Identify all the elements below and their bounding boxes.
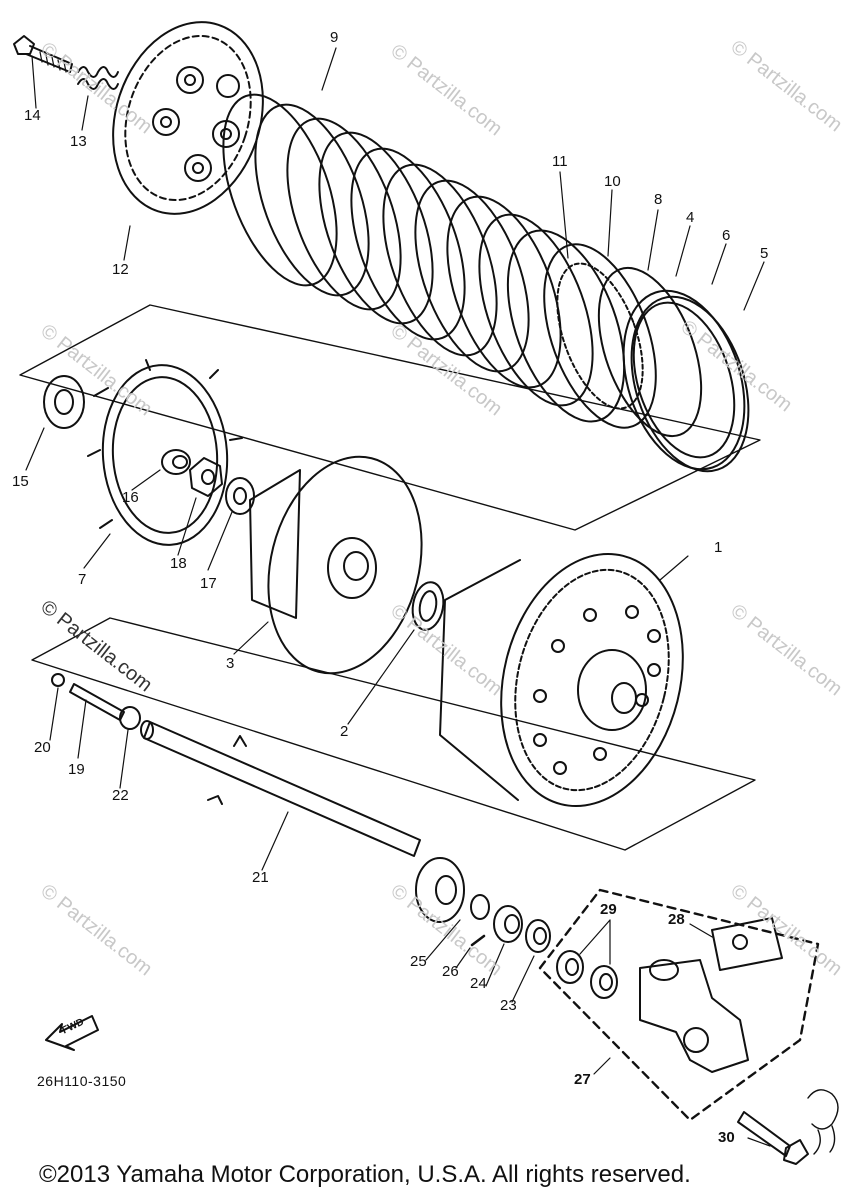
part-20-ball [51,673,65,687]
part-1-clutch-housing [439,552,684,808]
part-9-friction-plate-stack [222,93,594,407]
assembly-box-upper [19,304,761,531]
callout-21: 21 [252,869,269,886]
part-13-spring [77,66,119,90]
part-3-clutch-boss [249,455,423,675]
fwd-arrow-icon [45,1015,99,1051]
callout-20: 20 [34,739,51,756]
part-26-ring [470,894,490,920]
part-25-bearing [415,857,465,923]
part-21-long-push-rod [140,720,421,857]
callout-5: 5 [760,245,769,262]
callout-24: 24 [470,975,487,992]
copyright-notice: ©2013 Yamaha Motor Corporation, U.S.A. A… [39,1161,691,1188]
callout-8: 8 [654,191,663,208]
part-18-nut [189,457,223,497]
part-22-oring [119,706,141,730]
part-7-plate [87,359,243,546]
part-27-group-box [538,888,820,1122]
part-29-seals [556,950,618,999]
callout-16: 16 [122,489,139,506]
part-14-bolt [13,35,73,73]
callout-13: 13 [70,133,87,150]
callout-3: 3 [226,655,235,672]
callout-11: 11 [552,153,568,170]
callout-12: 12 [112,261,129,278]
callout-17: 17 [200,575,217,592]
callout-30: 30 [718,1129,735,1146]
callout-6: 6 [722,227,731,244]
callout-4: 4 [686,209,695,226]
hose-fragment [807,1089,839,1155]
part-28-lever [711,917,783,971]
callout-14: 14 [24,107,41,124]
callout-26: 26 [442,963,459,980]
callout-9: 9 [330,29,339,46]
callout-10: 10 [604,173,621,190]
part-19-push-rod [69,683,125,721]
callout-29: 29 [600,901,617,918]
part-24-bushing [493,905,523,943]
callout-7: 7 [78,571,87,588]
callout-19: 19 [68,761,85,778]
callout-27: 27 [574,1071,591,1088]
drawing-code: 26H110-3150 [37,1073,127,1089]
callout-22: 22 [112,787,129,804]
part-23-seal [525,919,551,953]
callout-23: 23 [500,997,517,1014]
leader-lines [25,47,771,1147]
part-27-push-lever-assembly [639,959,749,1073]
callout-18: 18 [170,555,187,572]
callout-28: 28 [668,911,685,928]
part-4-6-5-rings [597,266,750,473]
callout-15: 15 [12,473,29,490]
part-15-bearing [43,375,85,429]
part-30-bolt [737,1111,809,1165]
assembly-box-lower [31,617,756,851]
callout-1: 1 [714,539,723,556]
callout-25: 25 [410,953,427,970]
part-17-washer [225,477,255,515]
part-2-thrust-washer [411,581,445,631]
callout-2: 2 [340,723,349,740]
part-10-11-8-plates [506,229,657,429]
part-16-collar [161,449,191,475]
part-26-pin [470,934,486,947]
